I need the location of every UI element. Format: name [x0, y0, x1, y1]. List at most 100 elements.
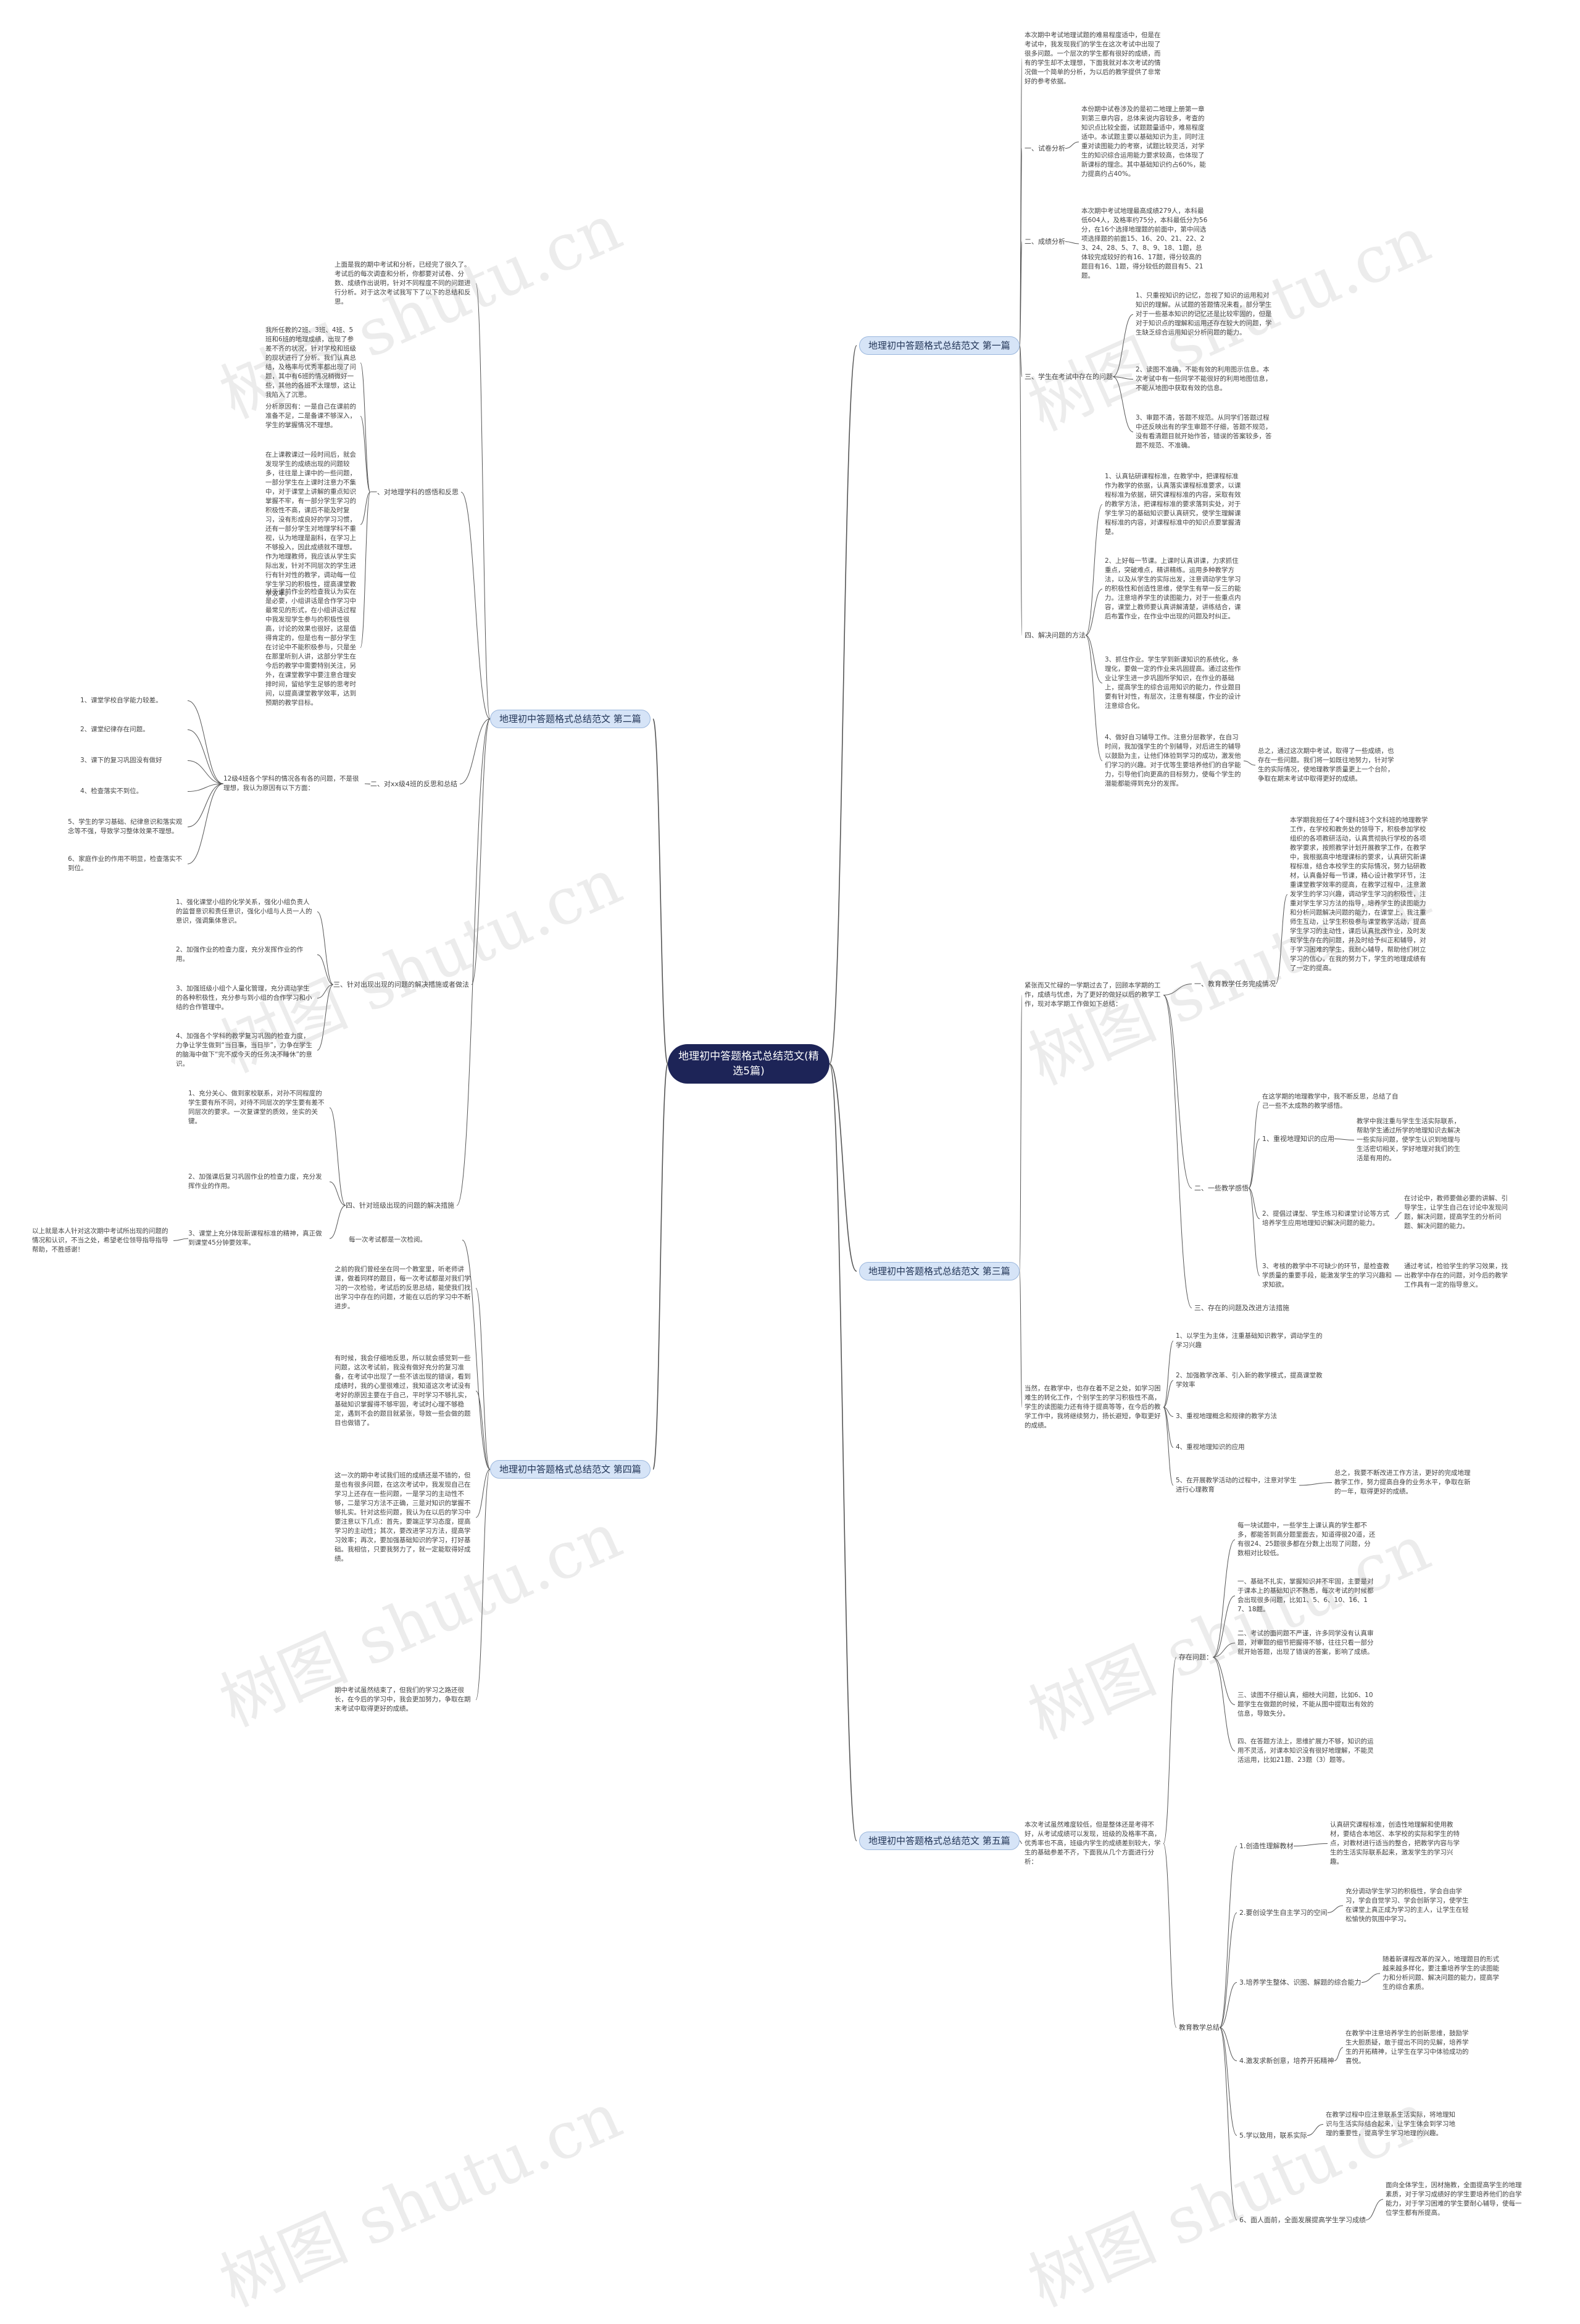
connector-b5l2-b5h5: [1219, 2027, 1237, 2220]
b2-fix-1: 1、充分关心、做到家校联系，对孙不同程度的学生要有所不同，对待不同层次的学生要有…: [188, 1090, 325, 1125]
connector-b5l1-b5r1_2: [1212, 1657, 1236, 1705]
connector-root-b2: [652, 718, 668, 1064]
connector-b1l4-b1t4b: [1085, 589, 1103, 636]
connector-b3r3_4-b3t3b: [1299, 1482, 1333, 1486]
b5-label-1: 存在问题：: [1179, 1653, 1213, 1661]
connector-b2-b2i: [475, 283, 491, 720]
watermark: 树图 shutu.cn: [209, 2078, 633, 2322]
b5-problem-3: 三、读图不仔细认真，细枝大问题，比如6、10题学生在做题的时候，不能从图中提取出…: [1237, 1691, 1374, 1717]
connector-b2t2-b2r2_4: [187, 783, 224, 828]
connector-b5i-b5l1: [1163, 1657, 1177, 1844]
watermark: 树图 shutu.cn: [1018, 2078, 1441, 2322]
b1-intro: 本次期中考试地理试题的难易程度适中，但是在考试中，我发现我们的学生在这次考试中出…: [1025, 31, 1161, 85]
connector-b3i-b3l2: [1163, 995, 1192, 1189]
b1-label-4: 四、解决问题的方法: [1025, 631, 1086, 639]
b5-point-2-text: 充分调动学生学习的积极性，学会自由学习，学会自觉学习、学会创新学习，使学生在课堂…: [1345, 1888, 1469, 1923]
branch-4-node[interactable]: 地理初中答题格式总结范文 第四篇: [490, 1460, 651, 1479]
branch-2-node[interactable]: 地理初中答题格式总结范文 第二篇: [490, 710, 651, 728]
b2-text-2: 12级4班各个学科的情况各有各的问题，不是很理想，我认为原因有以下方面：: [223, 775, 359, 792]
b2-reason-6: 6、家庭作业的作用不明显，检查落实不到位。: [68, 855, 183, 872]
connector-b4-b4t5: [475, 1469, 491, 1700]
watermark: 树图 shutu.cn: [1018, 1510, 1441, 1754]
connector-b1-b1l3: [1019, 345, 1023, 377]
connector-b2t2-b2r2_3: [187, 783, 224, 792]
b5-problem-2: 二、考试的面问题不严谨，许多同学没有认真审题，对审题的细节把握得不够，往往只看一…: [1237, 1630, 1374, 1656]
connector-b5l2-b5h1: [1219, 1912, 1237, 2028]
connector-b1-b1i: [1019, 58, 1023, 346]
root-node[interactable]: 地理初中答题格式总结范文(精选5篇): [668, 1044, 830, 1084]
branch-5-node[interactable]: 地理初中答题格式总结范文 第五篇: [859, 1832, 1020, 1850]
b1-text-4b: 2、上好每一节课。上课时认真讲课，力求抓住重点，突破难点，精讲精练。运用多种教学…: [1105, 557, 1241, 620]
b1-label-3: 三、学生在考试中存在的问题: [1025, 373, 1113, 381]
connector-b1l4-b1t4a: [1085, 504, 1103, 636]
connector-b2l1-b2t1d: [360, 492, 371, 648]
b5-point-6-text: 面向全体学生，因材施教，全面提高学生的地理素质，对于学习成绩好的学生要培养他们的…: [1386, 2181, 1522, 2217]
connector-b1l4-b1t4c: [1085, 635, 1103, 684]
connector-b1t4d-b1t4e: [1243, 760, 1256, 766]
connector-b2t2-b2r2_5: [187, 783, 224, 865]
b2-reason-4: 4、检查落实不到位。: [80, 787, 143, 795]
b3-intro: 紧张而又忙碌的一学期过去了，回顾本学期的工作，成绩与忧虑，为了更好的做好以后的教…: [1025, 982, 1161, 1008]
branch-1-node[interactable]: 地理初中答题格式总结范文 第一篇: [859, 336, 1020, 355]
b5-point-1-label: 1.创造性理解教材: [1239, 1842, 1294, 1850]
connector-b2-b2l2: [459, 718, 491, 784]
connector-b5l1-b5r1_3: [1212, 1657, 1236, 1751]
connector-b3-b3i: [1019, 995, 1023, 1272]
b5-label-2: 教育教学总结: [1179, 2023, 1220, 2031]
b2-label-1: 一、对地理学科的感悟和反思: [370, 488, 459, 496]
b5-problem-4: 四、在答题方法上，思维扩展力不够，知识的运用不灵活，对课本知识没有很好地理解，不…: [1237, 1738, 1374, 1764]
connector-b2l3-b2r3_1: [317, 954, 334, 985]
b3-item-1: 1、以学生为主体，注重基础知识教学，调动学生的学习兴趣: [1176, 1332, 1323, 1349]
connector-b1l2-b1t2: [1065, 241, 1079, 244]
connector-b5h1-b5d1: [1327, 1905, 1344, 1913]
b2-label-2: 二、对xx级4班的反思和总结: [370, 780, 458, 788]
b1-text-4a: 1、认真钻研课程标准，在教学中，把课程标准作为教学的依据，认真落实课程标准要求，…: [1105, 473, 1241, 536]
connector-b4-b4t3: [475, 1390, 491, 1470]
b3-label-2: 二、一些教学感悟: [1194, 1184, 1249, 1192]
connector-b5l1-b5t1: [1212, 1539, 1236, 1658]
b1-text-3c: 3、审题不清，答题不规范。从同学们答题过程中还反映出有的学生审题不仔细，答题不规…: [1136, 414, 1272, 449]
connector-root-b4: [652, 1063, 668, 1470]
b5-point-5-label: 5.学以致用，联系实际: [1239, 2131, 1307, 2139]
b2-text-1d: 对于课前作业的检查我认为实在是必要，小组讲话是合作学习中最常见的形式，在小组讲话…: [265, 588, 356, 707]
b3-item-5: 5、在开展教学活动的过程中，注意对学生进行心理教育: [1176, 1477, 1297, 1493]
b3-label-2a: 1、重视地理知识的应用: [1262, 1135, 1334, 1143]
b1-text-4c: 3、抓住作业。学生学到新课知识的系统化，条理化，要做一定的作业来巩固提高。通过这…: [1105, 656, 1241, 710]
connector-b5l1-b5r1_1: [1212, 1643, 1236, 1658]
connector-b1l4-b1t4d: [1085, 635, 1103, 762]
connector-b3l2a-b3t2b: [1334, 1139, 1355, 1140]
b5-point-1-text: 认真研究课程标准，创造性地理解和使用教材，要结合本地区、本学校的实际和学生的特点…: [1330, 1821, 1460, 1865]
connector-b2l4-b2r4_0: [329, 1107, 346, 1206]
connector-b5l2-b5h4: [1219, 2027, 1237, 2136]
b1-label-2: 二、成绩分析: [1025, 238, 1065, 246]
connector-b3l2-b3l2b: [1248, 1188, 1260, 1219]
connector-b2t2-b2r2_2: [187, 760, 224, 784]
connector-b4-b4t2: [475, 1288, 491, 1470]
b2-tail: 以上就是本人针对这次期中考试所出现的问题的情况和认识，不当之处，希望老位领导指导…: [32, 1227, 168, 1253]
connector-b4-b4t4: [475, 1469, 491, 1518]
connector-b5h5-b5d5: [1365, 2199, 1384, 2220]
b2-reason-2: 2、课堂纪律存在问题。: [80, 726, 149, 733]
b2-text-1a: 我所任教的2班、3班、4班、5班和6班的地理成绩，出现了参差不齐的状况，针对学校…: [265, 326, 356, 399]
connector-root-b3: [829, 1063, 857, 1272]
connector-b1l1-b1t1: [1065, 141, 1079, 149]
connector-b2l4-b2r4_1: [329, 1181, 346, 1206]
connector-b3t3-b3r3_1: [1163, 1380, 1174, 1408]
connector-b3l2b-b3t2c: [1394, 1212, 1402, 1219]
connector-b3l1-b3t1: [1275, 894, 1288, 984]
connector-b2-b2l3: [471, 718, 491, 985]
connector-b5h4-b5d4: [1307, 2124, 1324, 2136]
b5-problem-1: 一、基础不扎实，掌握知识并不牢固，主要是对于课本上的基础知识不熟悉，每次考试的时…: [1237, 1578, 1374, 1613]
connector-b5-b5i: [1019, 1840, 1023, 1844]
b5-point-6-label: 6、面人面前，全面发展提高学生学习成绩: [1239, 2216, 1366, 2224]
branch-3-node[interactable]: 地理初中答题格式总结范文 第三篇: [859, 1262, 1020, 1280]
connector-b5i-b5l2: [1163, 1843, 1177, 2028]
b5-intro: 本次考试虽然难度较低，但是整体还是考得不好，从考试成绩可以发现，班级的及格率不高…: [1025, 1821, 1161, 1865]
connector-root-b1: [829, 345, 857, 1064]
connector-b3i-b3l3: [1163, 995, 1192, 1308]
connector-b2l3-b2r3_0: [317, 911, 334, 985]
b2-measure-3: 3、加强班级小组个人量化管理，充分调动学生的各种积极性，充分参与到小组的合作学习…: [176, 985, 312, 1011]
b3-item-4: 4、重视地理知识的应用: [1176, 1443, 1245, 1451]
connector-b5l2-b5h0: [1219, 1846, 1237, 2028]
connector-b3l2-b3t2a: [1248, 1101, 1260, 1189]
